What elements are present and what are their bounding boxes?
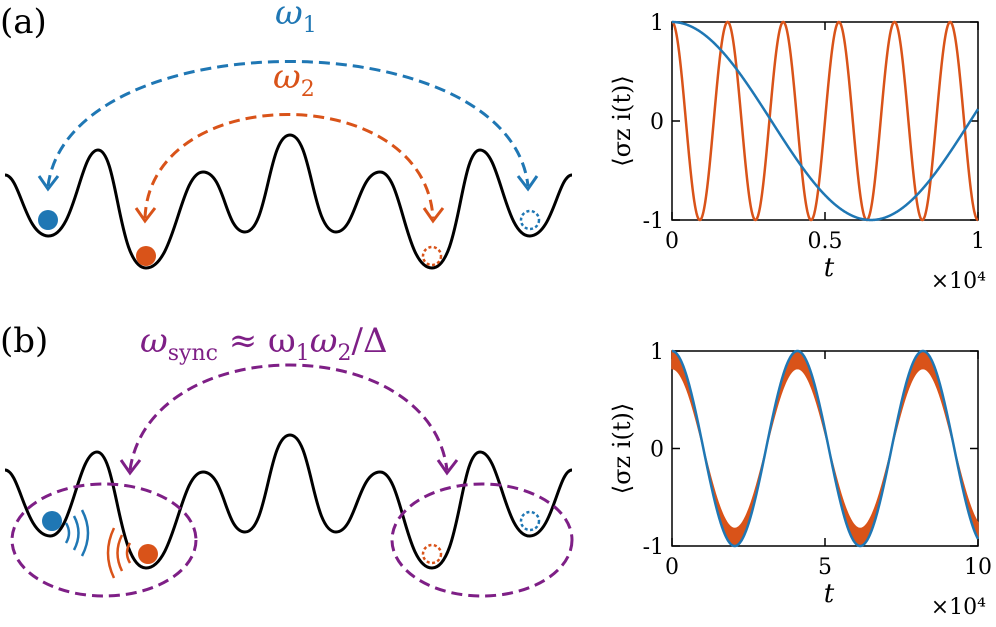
omega1-label: ω1 (275, 0, 317, 38)
panel-b-label: (b) (0, 321, 48, 361)
y-tick-label: -1 (643, 535, 664, 560)
omega1-arrowhead-right (516, 175, 539, 192)
y-tick-label: 1 (650, 340, 664, 365)
orange-particle (136, 246, 156, 266)
sync-arrowhead-right (436, 459, 459, 476)
orange-particle-target (421, 543, 443, 565)
x-tick-label: 0 (665, 555, 679, 580)
omega1-arc (46, 60, 530, 187)
blue-wave-icon (64, 509, 90, 557)
sync-arrowhead-left (119, 459, 142, 476)
orange-particle-target (421, 245, 443, 267)
blue-particle (42, 511, 62, 531)
left-coupling-ellipse (10, 482, 198, 598)
omega2-arrowhead-right (422, 207, 445, 224)
potential-curve-b (4, 433, 573, 570)
x-tick-label: 0 (665, 229, 679, 254)
potential-curve-a (4, 133, 573, 270)
orange-wave-icon (106, 527, 132, 579)
x-axis-label: t (824, 579, 835, 609)
x-multiplier-label: ×10⁴ (931, 595, 986, 620)
y-tick-label: 1 (650, 11, 664, 36)
blue-particle-target (519, 209, 541, 231)
panel-a-label: (a) (0, 2, 47, 42)
right-coupling-ellipse (390, 482, 574, 598)
x-tick-label: 0.5 (808, 229, 843, 254)
omega2-label: ω2 (273, 57, 315, 102)
omega2-arc (143, 113, 435, 219)
y-axis-label: ⟨σz i(t)⟩ (608, 403, 636, 494)
series-line-orange (671, 20, 979, 222)
sync-formula: ωsync ≈ ω1ω2/Δ (140, 321, 388, 366)
y-tick-label: -1 (643, 209, 664, 234)
panel-b-schematic: (b) ωsync ≈ ω1ω2/Δ (0, 321, 574, 598)
series-line-blue (672, 20, 980, 222)
y-tick-label: 0 (650, 438, 664, 463)
y-axis-label: ⟨σz i(t)⟩ (608, 75, 636, 166)
sync-arc (128, 363, 449, 471)
x-tick-label: 10 (964, 555, 992, 580)
omega2-arrowhead-left (134, 207, 157, 224)
omega1-arrowhead-left (37, 175, 60, 192)
series-line-blue (671, 349, 980, 548)
x-axis-label: t (824, 253, 835, 283)
x-tick-label: 1 (971, 229, 985, 254)
y-tick-label: 0 (650, 110, 664, 135)
blue-particle-target (519, 510, 541, 532)
orange-particle (138, 544, 158, 564)
blue-particle (38, 210, 58, 230)
x-tick-label: 5 (818, 555, 832, 580)
x-multiplier-label: ×10⁴ (931, 269, 986, 294)
panel-a-schematic: (a) ω1 ω2 (0, 0, 573, 270)
